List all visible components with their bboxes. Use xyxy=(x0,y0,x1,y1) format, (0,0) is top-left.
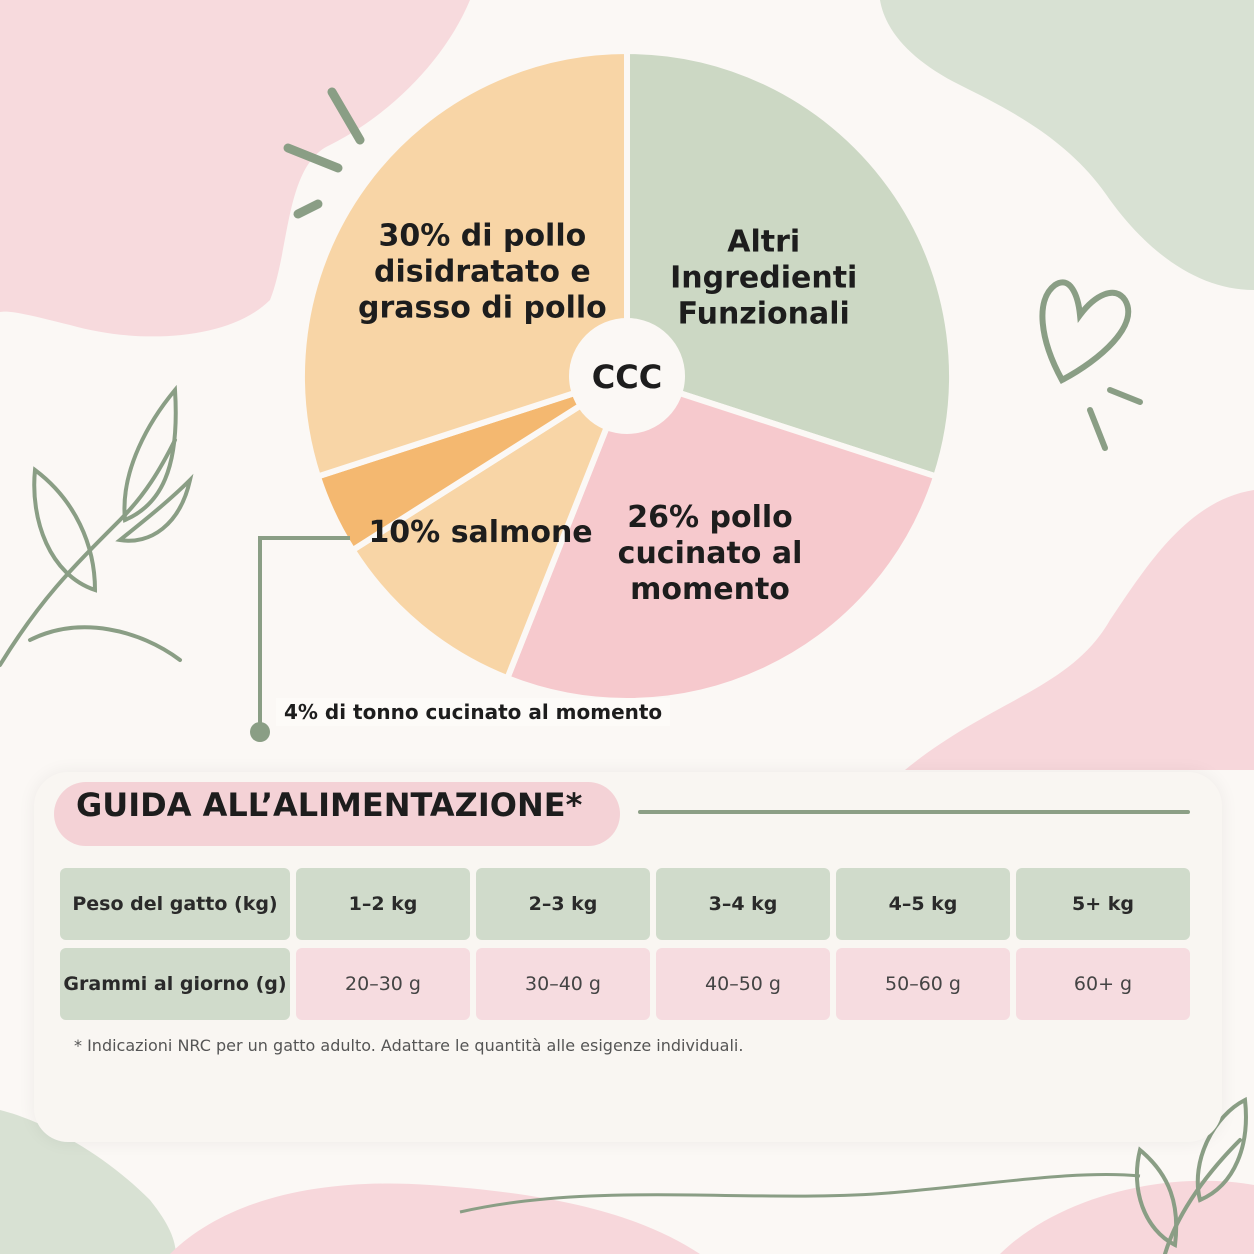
pie-slice-label: momento xyxy=(630,572,790,607)
pink-blob-right xyxy=(905,490,1254,770)
pie-slice-label: grasso di pollo xyxy=(358,291,607,326)
callout-dot xyxy=(250,722,270,742)
guide-title: GUIDA ALL’ALIMENTAZIONE* xyxy=(76,786,583,824)
pie-slice xyxy=(504,373,940,704)
weight-cell: 1–2 kg xyxy=(296,868,470,940)
pie-slice-label: Altri xyxy=(727,224,800,259)
guide-title-rule xyxy=(638,810,1190,814)
pie-slice-label: Ingredienti xyxy=(670,260,857,295)
tuna-callout-label: 4% di tonno cucinato al momento xyxy=(276,698,671,726)
green-blob-top-right xyxy=(880,0,1254,290)
guide-title-pill xyxy=(54,782,620,846)
grams-cell: 20–30 g xyxy=(296,948,470,1020)
pie-center-disc xyxy=(569,318,685,434)
pie-slice-label: 10% salmone xyxy=(368,515,592,550)
pie-slice-label: disidratato e xyxy=(374,255,591,290)
footnote: * Indicazioni NRC per un gatto adulto. A… xyxy=(74,1036,744,1055)
pie-slice-label: Funzionali xyxy=(678,296,850,331)
row-label-grams: Grammi al giorno (g) xyxy=(60,948,290,1020)
grams-cell: 60+ g xyxy=(1016,948,1190,1020)
pie-slice-label: 26% pollo xyxy=(627,500,793,535)
leaf-sprig-bottom-right-icon xyxy=(1134,1096,1248,1254)
pie-center-label: CCC xyxy=(592,358,662,396)
weight-cell: 3–4 kg xyxy=(656,868,830,940)
pie-slices xyxy=(299,48,955,704)
pink-blob-bottom xyxy=(170,1183,700,1254)
pie-slice xyxy=(349,373,630,682)
callout-leader-line xyxy=(258,536,350,732)
heart-icon xyxy=(1039,279,1143,451)
grams-cell: 30–40 g xyxy=(476,948,650,1020)
leaf-sprig-left-icon xyxy=(0,384,194,667)
wavy-line-decoration xyxy=(459,1172,1141,1214)
grams-cell: 50–60 g xyxy=(836,948,1010,1020)
pie-slice xyxy=(299,48,630,480)
green-blob-bottom-left xyxy=(0,1110,176,1254)
grams-cell: 40–50 g xyxy=(656,948,830,1020)
row-label-weight: Peso del gatto (kg) xyxy=(60,868,290,940)
pie-slice-label: cucinato al xyxy=(618,536,803,571)
pie-slice xyxy=(624,48,955,480)
weight-cell: 5+ kg xyxy=(1016,868,1190,940)
weight-cell: 2–3 kg xyxy=(476,868,650,940)
weight-cell: 4–5 kg xyxy=(836,868,1010,940)
sparkle-strokes-icon xyxy=(283,87,365,219)
pie-slice-label: 30% di pollo xyxy=(379,219,587,254)
pink-blob-top-left xyxy=(0,0,470,337)
